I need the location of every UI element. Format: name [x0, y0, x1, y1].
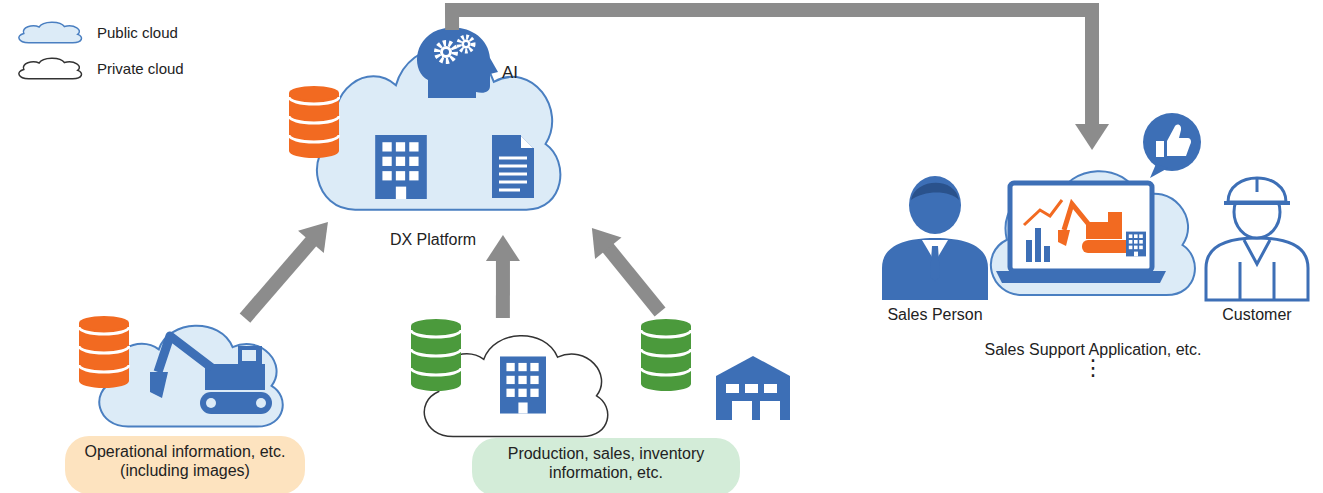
sales-art	[882, 113, 1308, 300]
private-cloud-art	[411, 319, 790, 437]
flow-arrow	[592, 228, 660, 312]
dx-platform-art	[289, 28, 560, 210]
arrow-head	[592, 228, 622, 259]
operational-cloud-art	[79, 316, 283, 427]
role-label: Customer	[1222, 305, 1291, 324]
ai-head-icon	[417, 28, 498, 98]
info-pill: Operational information, etc. (including…	[65, 436, 305, 493]
arrow-head	[298, 222, 328, 253]
arrow-line	[606, 245, 660, 312]
arrow-line	[245, 239, 314, 318]
node-title: DX Platform	[390, 230, 476, 249]
ai-label: AI	[502, 63, 518, 83]
warehouse-icon	[716, 356, 790, 420]
laptop-icon	[996, 183, 1166, 283]
arrow-line	[452, 10, 1092, 128]
document-icon	[492, 135, 534, 198]
legend-text: Private cloud	[97, 60, 184, 77]
flow-arrow	[452, 10, 1109, 150]
customer-icon	[1206, 178, 1308, 300]
arrow-line	[496, 257, 510, 318]
flow-arrow	[486, 235, 520, 318]
arrow-head	[486, 235, 520, 261]
sales-support-cloud: Sales PersonCustomerSales Support Applic…	[870, 110, 1315, 370]
private-cloud: Production, sales, inventory information…	[405, 310, 795, 493]
legend-item: Public cloud	[12, 14, 184, 50]
sales-person-icon	[882, 176, 988, 300]
ellipsis-mark: ⋮	[1082, 357, 1104, 379]
info-pill: Production, sales, inventory information…	[472, 438, 740, 493]
legend-item: Private cloud	[12, 50, 184, 86]
role-label: Sales Person	[887, 305, 982, 324]
cloud-swatch	[12, 55, 86, 81]
legend: Public cloudPrivate cloud	[12, 14, 184, 86]
legend-text: Public cloud	[97, 24, 178, 41]
flow-arrow	[245, 222, 328, 318]
excavator-icon	[150, 336, 272, 414]
thumbs-up-bubble	[1143, 113, 1201, 178]
cloud-swatch	[12, 19, 86, 45]
arrow-head	[1075, 124, 1109, 150]
dx-platform-cloud: AI DX Platform	[288, 25, 600, 255]
operational-cloud: Operational information, etc. (including…	[60, 310, 310, 493]
